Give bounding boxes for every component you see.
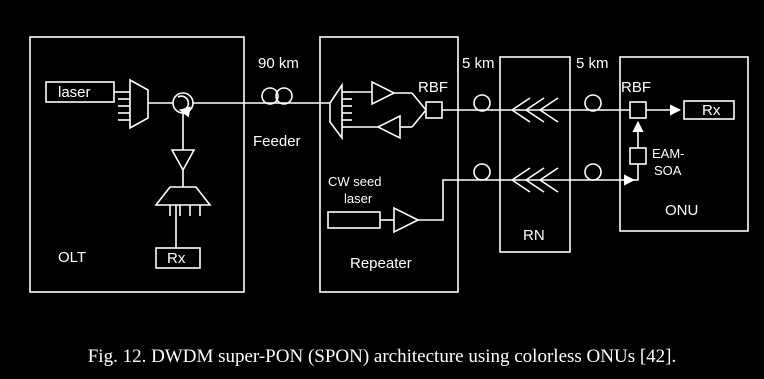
repeater-mux [329, 82, 343, 141]
repeater-rbf-box [425, 101, 443, 119]
onu-rbf-box [629, 101, 647, 119]
drop-distance-label: 5 km [576, 55, 609, 72]
cw-seed-label-line1: CW seed [328, 174, 381, 189]
onu-rx-label: Rx [702, 102, 721, 119]
laser-array-lines [114, 91, 130, 121]
olt-amplifier-icon [170, 149, 196, 172]
olt-rx-label: Rx [167, 250, 186, 267]
repeater-mux-lines [342, 91, 352, 128]
cw-seed-amplifier-icon [393, 206, 420, 234]
olt-demux [154, 186, 212, 206]
feeder-label: Feeder [253, 133, 301, 150]
distribution-fiber-spool-icon-upper [473, 94, 491, 112]
laser-box: laser [45, 81, 115, 103]
eam-soa-label-line2: SOA [654, 163, 682, 178]
repeater-rbf-label: RBF [418, 79, 448, 96]
onu-label: ONU [665, 202, 698, 219]
onu-rbf-label: RBF [621, 79, 651, 96]
figure-caption: Fig. 12. DWDM super-PON (SPON) architect… [88, 346, 677, 367]
onu-rx-box: Rx [683, 100, 735, 120]
eam-soa-box [629, 147, 647, 165]
eam-soa-label-line1: EAM- [652, 146, 685, 161]
drop-fiber-spool-icon-upper [584, 94, 602, 112]
rn-box [499, 56, 571, 253]
drop-fiber-spool-icon-lower [584, 163, 602, 181]
olt-demux-lines [169, 205, 201, 216]
laser-label: laser [58, 84, 91, 101]
olt-mux [129, 78, 149, 130]
repeater-amplifier-reverse-icon [376, 114, 401, 140]
olt-rx-box: Rx [155, 247, 201, 269]
rn-distance-label: 5 km [462, 55, 495, 72]
distribution-fiber-spool-icon-lower [473, 163, 491, 181]
repeater-box [319, 36, 459, 293]
rn-label: RN [523, 227, 545, 244]
feeder-fiber-spool-icon [261, 87, 293, 105]
olt-box [29, 36, 245, 293]
circulator-icon [172, 92, 194, 118]
cw-seed-laser-box [327, 211, 381, 229]
rn-splitter-upper-icon [510, 97, 570, 123]
repeater-label: Repeater [350, 255, 412, 272]
onu-box [619, 56, 749, 232]
rn-splitter-lower-icon [510, 167, 570, 193]
cw-seed-label-line2: laser [344, 191, 373, 206]
repeater-amplifier-forward-icon [371, 80, 396, 106]
feeder-distance-label: 90 km [258, 55, 299, 72]
olt-label: OLT [58, 249, 86, 266]
